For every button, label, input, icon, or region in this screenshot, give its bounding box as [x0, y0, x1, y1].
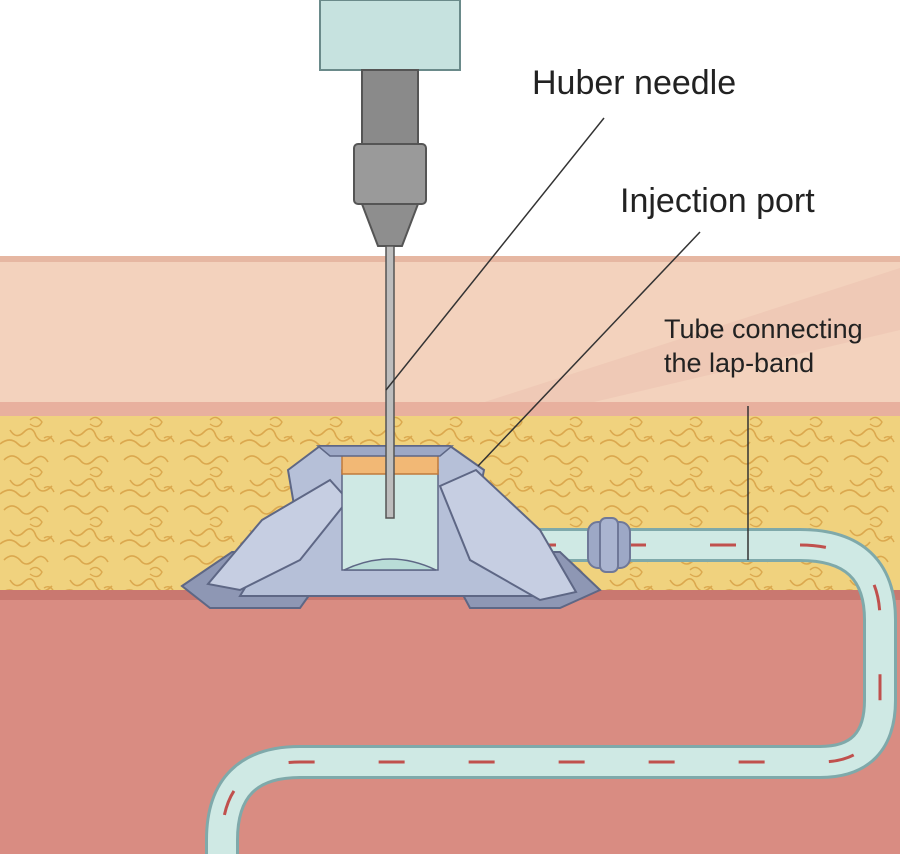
label-tube-line1: Tube connecting — [664, 314, 863, 344]
skin-highlight — [460, 268, 900, 410]
syringe-hub — [353, 143, 427, 205]
injection-port — [180, 445, 602, 609]
leader-line-injection-port — [477, 231, 701, 467]
label-huber-needle: Huber needle — [532, 64, 737, 102]
syringe-neck — [361, 69, 419, 145]
syringe-tip — [360, 203, 420, 247]
port-left-wing — [206, 478, 350, 592]
label-tube-connecting: Tube connecting the lap-band — [664, 312, 894, 380]
dermis-band — [0, 402, 900, 418]
huber-needle-shaft — [385, 245, 395, 519]
port-rim — [315, 445, 455, 457]
tube-connector-ring — [599, 517, 619, 573]
port-right-wing — [438, 468, 578, 602]
leader-line-huber-needle — [385, 117, 605, 391]
connecting-tube-inner — [208, 531, 894, 854]
muscle-layer — [0, 596, 900, 854]
skin-top-edge — [0, 256, 900, 262]
syringe-barrel — [319, 0, 461, 71]
syringe — [319, 0, 461, 519]
port-chamber-floor — [343, 558, 437, 571]
label-injection-port: Injection port — [620, 182, 815, 220]
label-tube-line2: the lap-band — [664, 348, 815, 378]
